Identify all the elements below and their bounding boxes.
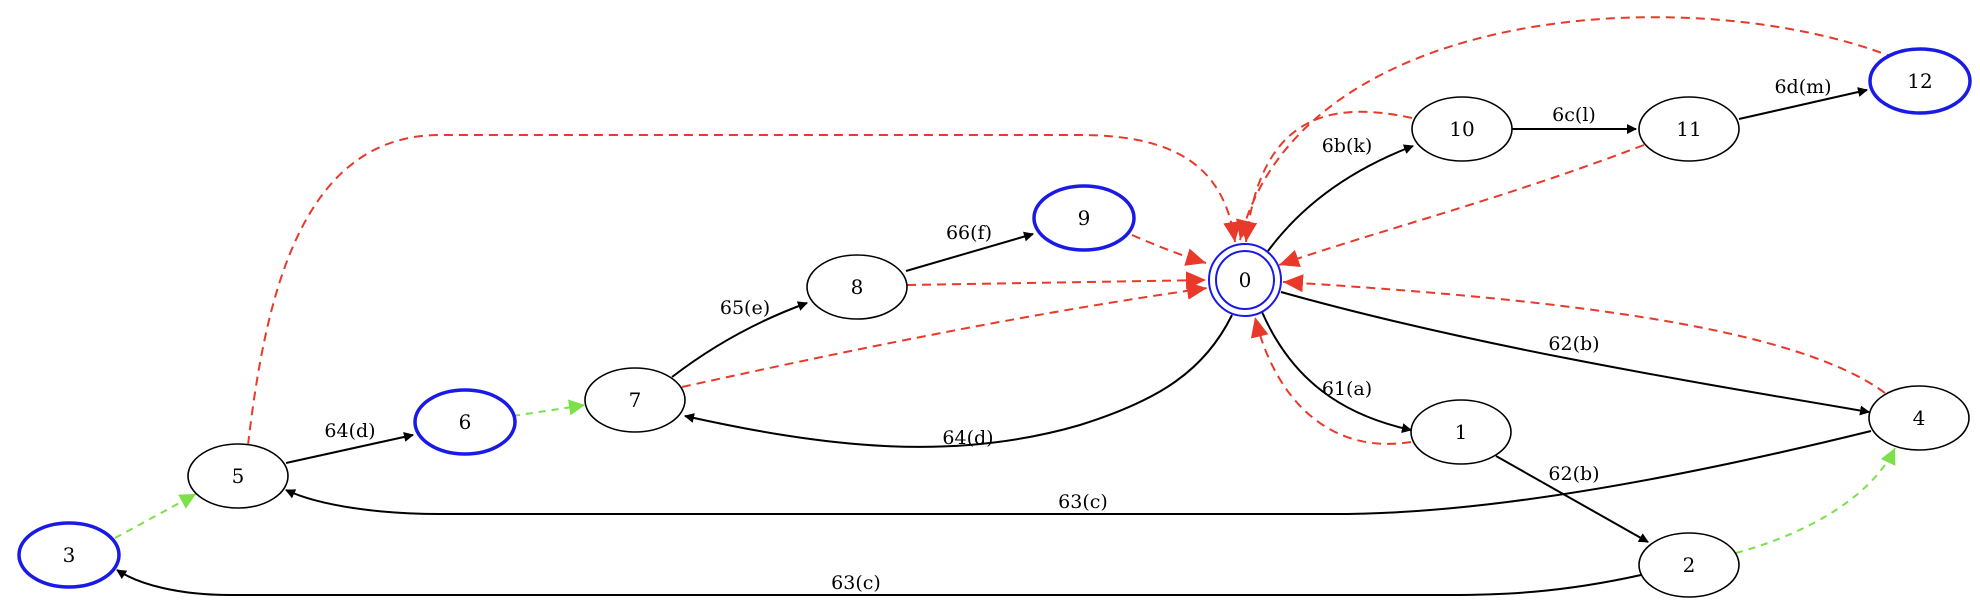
edge-label-7-to-8: 65(e) [720, 297, 770, 319]
node-shape [1208, 243, 1282, 317]
edge-1-to-2 [1495, 455, 1649, 543]
edge-label-0-to-7: 64(d) [942, 427, 993, 449]
epsilon-edge-6-to-7 [512, 399, 586, 417]
node-shape [1411, 96, 1513, 162]
node-label: 1 [1455, 420, 1468, 444]
state-node-11[interactable]: 11 [1638, 96, 1740, 162]
failure-edge-12-to-0 [1236, 16, 1896, 241]
node-shape [1410, 399, 1512, 465]
state-node-5[interactable]: 5 [187, 443, 289, 509]
node-shape [413, 388, 517, 456]
edge-label-8-to-9: 66(f) [946, 222, 992, 244]
node-shape [187, 443, 289, 509]
failure-edge-1-to-0 [1250, 316, 1412, 445]
node-shape [1868, 47, 1972, 115]
node-label: 11 [1676, 117, 1701, 141]
state-node-0[interactable]: 0 [1208, 243, 1282, 317]
node-label: 5 [232, 464, 245, 488]
failure-edge-5-to-0 [247, 134, 1242, 446]
failure-edge-4-to-0 [1282, 274, 1886, 394]
edge-label-2-to-3: 63(c) [831, 572, 881, 594]
node-shape [1868, 385, 1970, 451]
state-node-7[interactable]: 7 [584, 367, 686, 433]
edges-layer [114, 16, 1896, 596]
edge-labels-layer: 6b(k) 6c(l) 6d(m) 66(f) 65(e) 64(d) 64(d) 62(b)… [324, 76, 1831, 594]
node-label: 7 [629, 388, 642, 412]
edge-7-to-8 [671, 301, 808, 378]
node-inner-ring [1215, 250, 1275, 310]
node-label: 10 [1449, 117, 1474, 141]
failure-edge-9-to-0 [1131, 234, 1207, 266]
failure-edge-10-to-0 [1239, 110, 1413, 243]
node-label: 2 [1683, 553, 1696, 577]
state-node-12[interactable]: 12 [1868, 47, 1972, 115]
state-node-10[interactable]: 10 [1411, 96, 1513, 162]
node-shape [806, 254, 908, 320]
edge-0-to-4 [1280, 291, 1870, 416]
edge-label-10-to-11: 6c(l) [1552, 104, 1596, 126]
edge-label-0-to-4: 62(b) [1548, 333, 1599, 355]
node-label: 8 [851, 275, 864, 299]
node-shape [1032, 184, 1136, 252]
edge-0-to-1 [1261, 311, 1412, 433]
node-label: 12 [1907, 69, 1932, 93]
edge-4-to-5 [285, 430, 1872, 515]
edge-label-0-to-1: 61(a) [1322, 378, 1372, 400]
node-shape [584, 367, 686, 433]
state-node-1[interactable]: 1 [1410, 399, 1512, 465]
state-node-9[interactable]: 9 [1032, 184, 1136, 252]
edge-8-to-9 [905, 231, 1034, 272]
state-node-4[interactable]: 4 [1868, 385, 1970, 451]
node-shape [17, 521, 121, 589]
node-label: 4 [1913, 406, 1926, 430]
edge-0-to-7 [684, 314, 1233, 448]
edge-2-to-3 [116, 569, 1642, 596]
edge-0-to-10 [1267, 144, 1414, 252]
edge-5-to-6 [285, 432, 414, 464]
epsilon-edge-3-to-5 [114, 493, 197, 539]
epsilon-edge-2-to-4 [1735, 447, 1896, 554]
node-label: 9 [1078, 206, 1091, 230]
edge-label-11-to-12: 6d(m) [1774, 76, 1831, 98]
state-node-2[interactable]: 2 [1638, 532, 1740, 598]
node-shape [1638, 96, 1740, 162]
edge-label-4-to-5: 63(c) [1058, 491, 1108, 513]
node-label: 6 [459, 410, 472, 434]
state-node-6[interactable]: 6 [413, 388, 517, 456]
node-label: 0 [1239, 268, 1252, 292]
edge-label-5-to-6: 64(d) [324, 420, 375, 442]
edge-11-to-12 [1738, 87, 1868, 120]
edge-label-1-to-2: 62(b) [1548, 463, 1599, 485]
state-node-8[interactable]: 8 [806, 254, 908, 320]
failure-edge-11-to-0 [1278, 144, 1645, 267]
edge-label-0-to-10: 6b(k) [1322, 135, 1373, 157]
node-label: 3 [63, 543, 76, 567]
node-shape [1638, 532, 1740, 598]
state-node-3[interactable]: 3 [17, 521, 121, 589]
failure-edge-8-to-0 [906, 271, 1207, 290]
